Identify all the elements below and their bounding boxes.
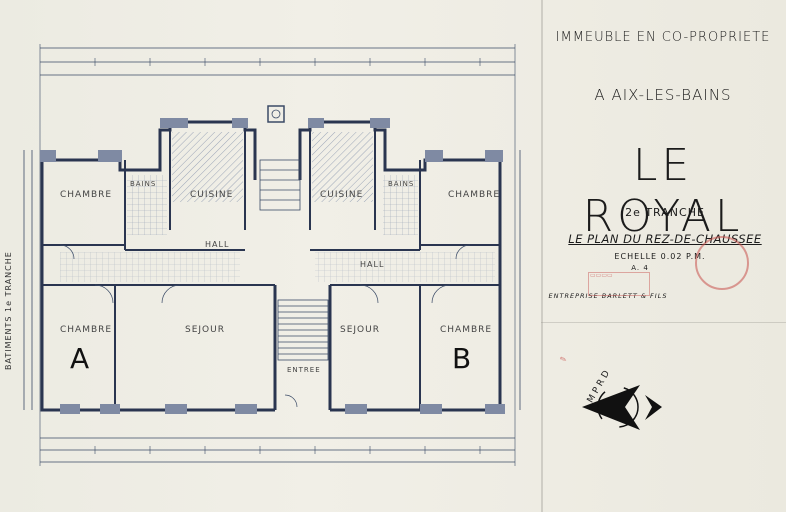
project-name: LE ROYAL xyxy=(582,140,744,242)
room-sejour-b: SEJOUR xyxy=(340,325,380,335)
room-entree: ENTREE xyxy=(287,366,321,374)
room-bains-b: BAINS xyxy=(388,180,415,188)
room-hall-a: HALL xyxy=(205,240,230,249)
sheet-reference: A. 4 xyxy=(631,264,649,272)
room-cuisine-b: CUISINE xyxy=(320,190,364,200)
apartment-a-label: A xyxy=(70,342,90,375)
horizontal-fold-line xyxy=(541,322,786,323)
title-line-1: IMMEUBLE EN CO-PROPRIETE xyxy=(555,30,771,45)
red-stamp-rect-icon xyxy=(588,272,650,296)
stamp-text: ▭▭▭▭ xyxy=(590,272,613,279)
tranche-label: 2e TRANCHE xyxy=(625,206,705,219)
side-label-left: BATIMENTS 1e TRANCHE xyxy=(4,251,13,370)
title-line-2: A AIX-LES-BAINS xyxy=(594,86,732,104)
apartment-b-label: B xyxy=(452,342,472,375)
room-cuisine-a: CUISINE xyxy=(190,190,234,200)
room-chambre-b-bottom: CHAMBRE xyxy=(440,325,493,335)
vertical-fold-line xyxy=(541,0,543,512)
room-chambre-b-top: CHAMBRE xyxy=(448,190,501,200)
plan-title: LE PLAN DU REZ-DE-CHAUSSEE xyxy=(568,232,762,246)
room-sejour-a: SEJOUR xyxy=(185,325,225,335)
room-chambre-a-top: CHAMBRE xyxy=(60,190,113,200)
red-stamp-icon xyxy=(695,236,749,290)
room-bains-a: BAINS xyxy=(130,180,157,188)
firm-name: ENTREPRISE BARLETT & FILS xyxy=(548,292,668,300)
room-chambre-a-bottom: CHAMBRE xyxy=(60,325,113,335)
room-hall-b: HALL xyxy=(360,260,385,269)
scale-label: ECHELLE 0.02 P.M. xyxy=(614,252,706,261)
